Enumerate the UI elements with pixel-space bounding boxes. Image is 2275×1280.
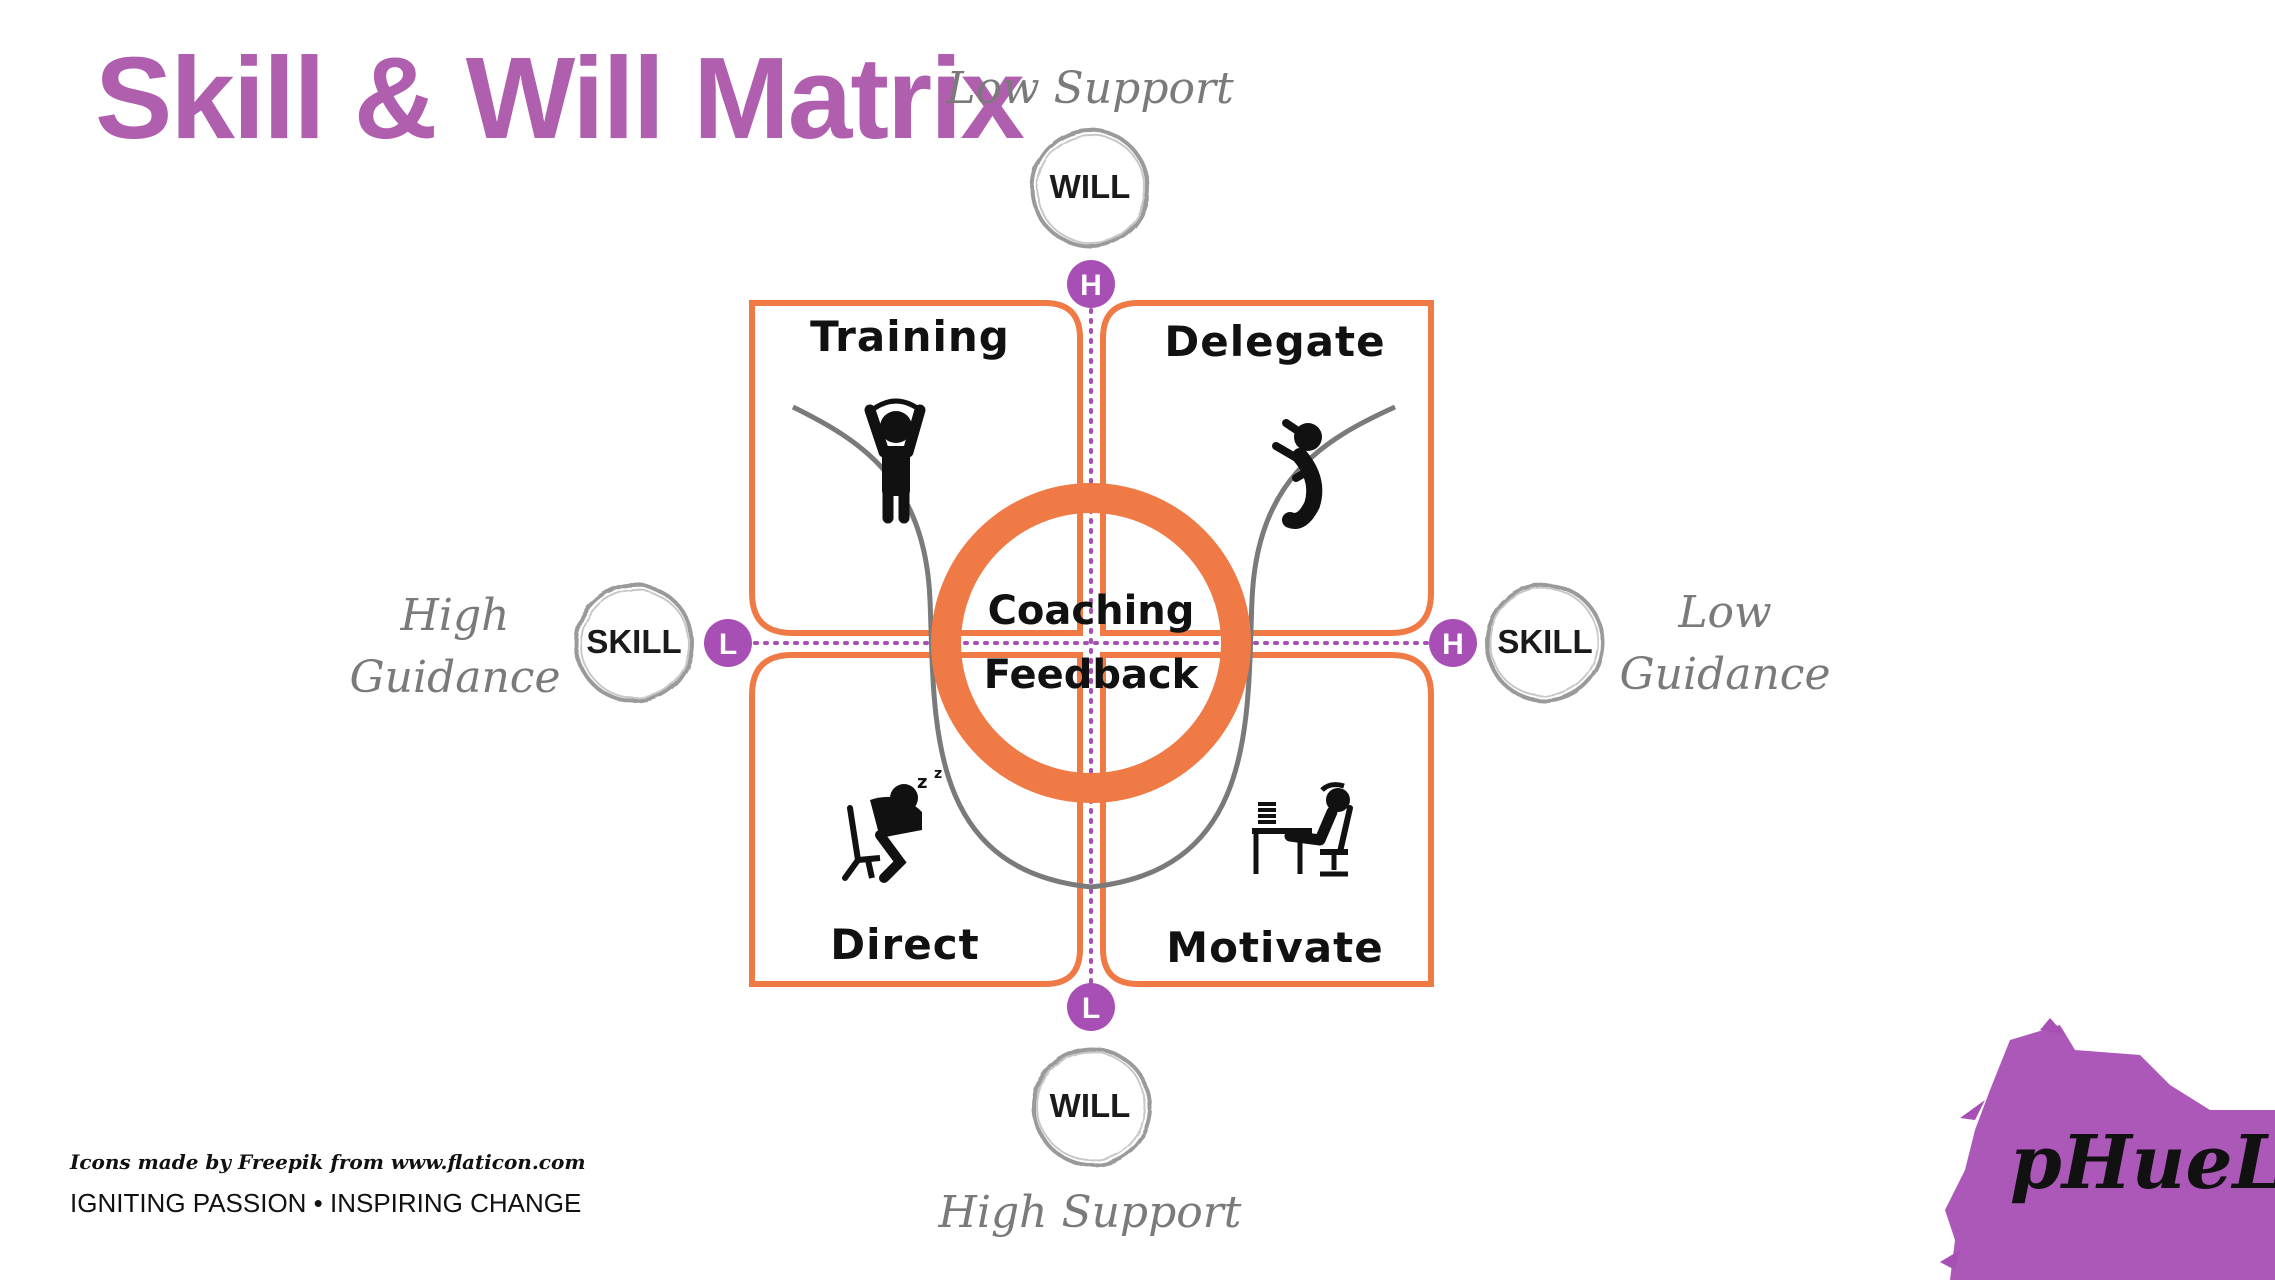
person-arms-raised-icon bbox=[864, 398, 926, 524]
tagline: IGNITING PASSION • INSPIRING CHANGE bbox=[70, 1188, 582, 1218]
quadrant-label-training: Training bbox=[810, 312, 1010, 361]
quadrant-label-motivate: Motivate bbox=[1166, 923, 1384, 972]
marker-left: L bbox=[704, 619, 752, 667]
axis-label-top: Low Support bbox=[946, 63, 1234, 114]
marker-right-label: H bbox=[1442, 628, 1464, 661]
icon-credit: Icons made by Freepik from www.flaticon.… bbox=[70, 1150, 586, 1174]
coaching-ring bbox=[931, 483, 1251, 803]
svg-text:z: z bbox=[934, 766, 942, 782]
axis-label-left-line2: Guidance bbox=[349, 651, 561, 703]
tag-circle-top bbox=[1030, 128, 1150, 248]
tag-will-top: WILL bbox=[1049, 168, 1131, 205]
marker-bottom: L bbox=[1067, 983, 1115, 1031]
tag-circle-bottom bbox=[1032, 1047, 1152, 1167]
page-title: Skill & Will Matrix bbox=[95, 33, 1025, 163]
quadrant-label-delegate: Delegate bbox=[1164, 317, 1386, 366]
tag-circle-right bbox=[1485, 583, 1605, 703]
svg-text:z: z bbox=[917, 772, 927, 793]
axis-label-right-line1: Low bbox=[1678, 587, 1772, 638]
marker-top-label: H bbox=[1080, 269, 1102, 302]
person-sleeping-at-desk-icon: z z bbox=[842, 766, 942, 883]
marker-bottom-label: L bbox=[1082, 992, 1100, 1025]
tag-skill-left: SKILL bbox=[586, 623, 682, 660]
marker-left-label: L bbox=[719, 628, 737, 661]
axis-label-left-line1: High bbox=[400, 590, 510, 641]
person-jumping-icon bbox=[1272, 419, 1323, 529]
quadrant-label-direct: Direct bbox=[830, 920, 980, 969]
axis-label-right-line2: Guidance bbox=[1619, 648, 1831, 700]
hub-label-feedback: Feedback bbox=[983, 652, 1199, 698]
marker-right: H bbox=[1429, 619, 1477, 667]
brand-logo: pHueL bbox=[2010, 1120, 2275, 1206]
tag-circle-left bbox=[574, 583, 694, 703]
axis-label-right: Low Guidance bbox=[1610, 582, 1840, 705]
development-curve bbox=[791, 404, 1397, 890]
tag-will-bottom: WILL bbox=[1049, 1087, 1131, 1124]
tag-skill-right: SKILL bbox=[1497, 623, 1593, 660]
axis-label-bottom: High Support bbox=[938, 1187, 1242, 1238]
brand-splash bbox=[1940, 1018, 2275, 1280]
marker-top: H bbox=[1067, 260, 1115, 308]
hub-label-coaching: Coaching bbox=[987, 588, 1195, 634]
person-relaxing-at-desk-icon bbox=[1252, 782, 1353, 877]
axis-label-left: High Guidance bbox=[340, 585, 570, 708]
